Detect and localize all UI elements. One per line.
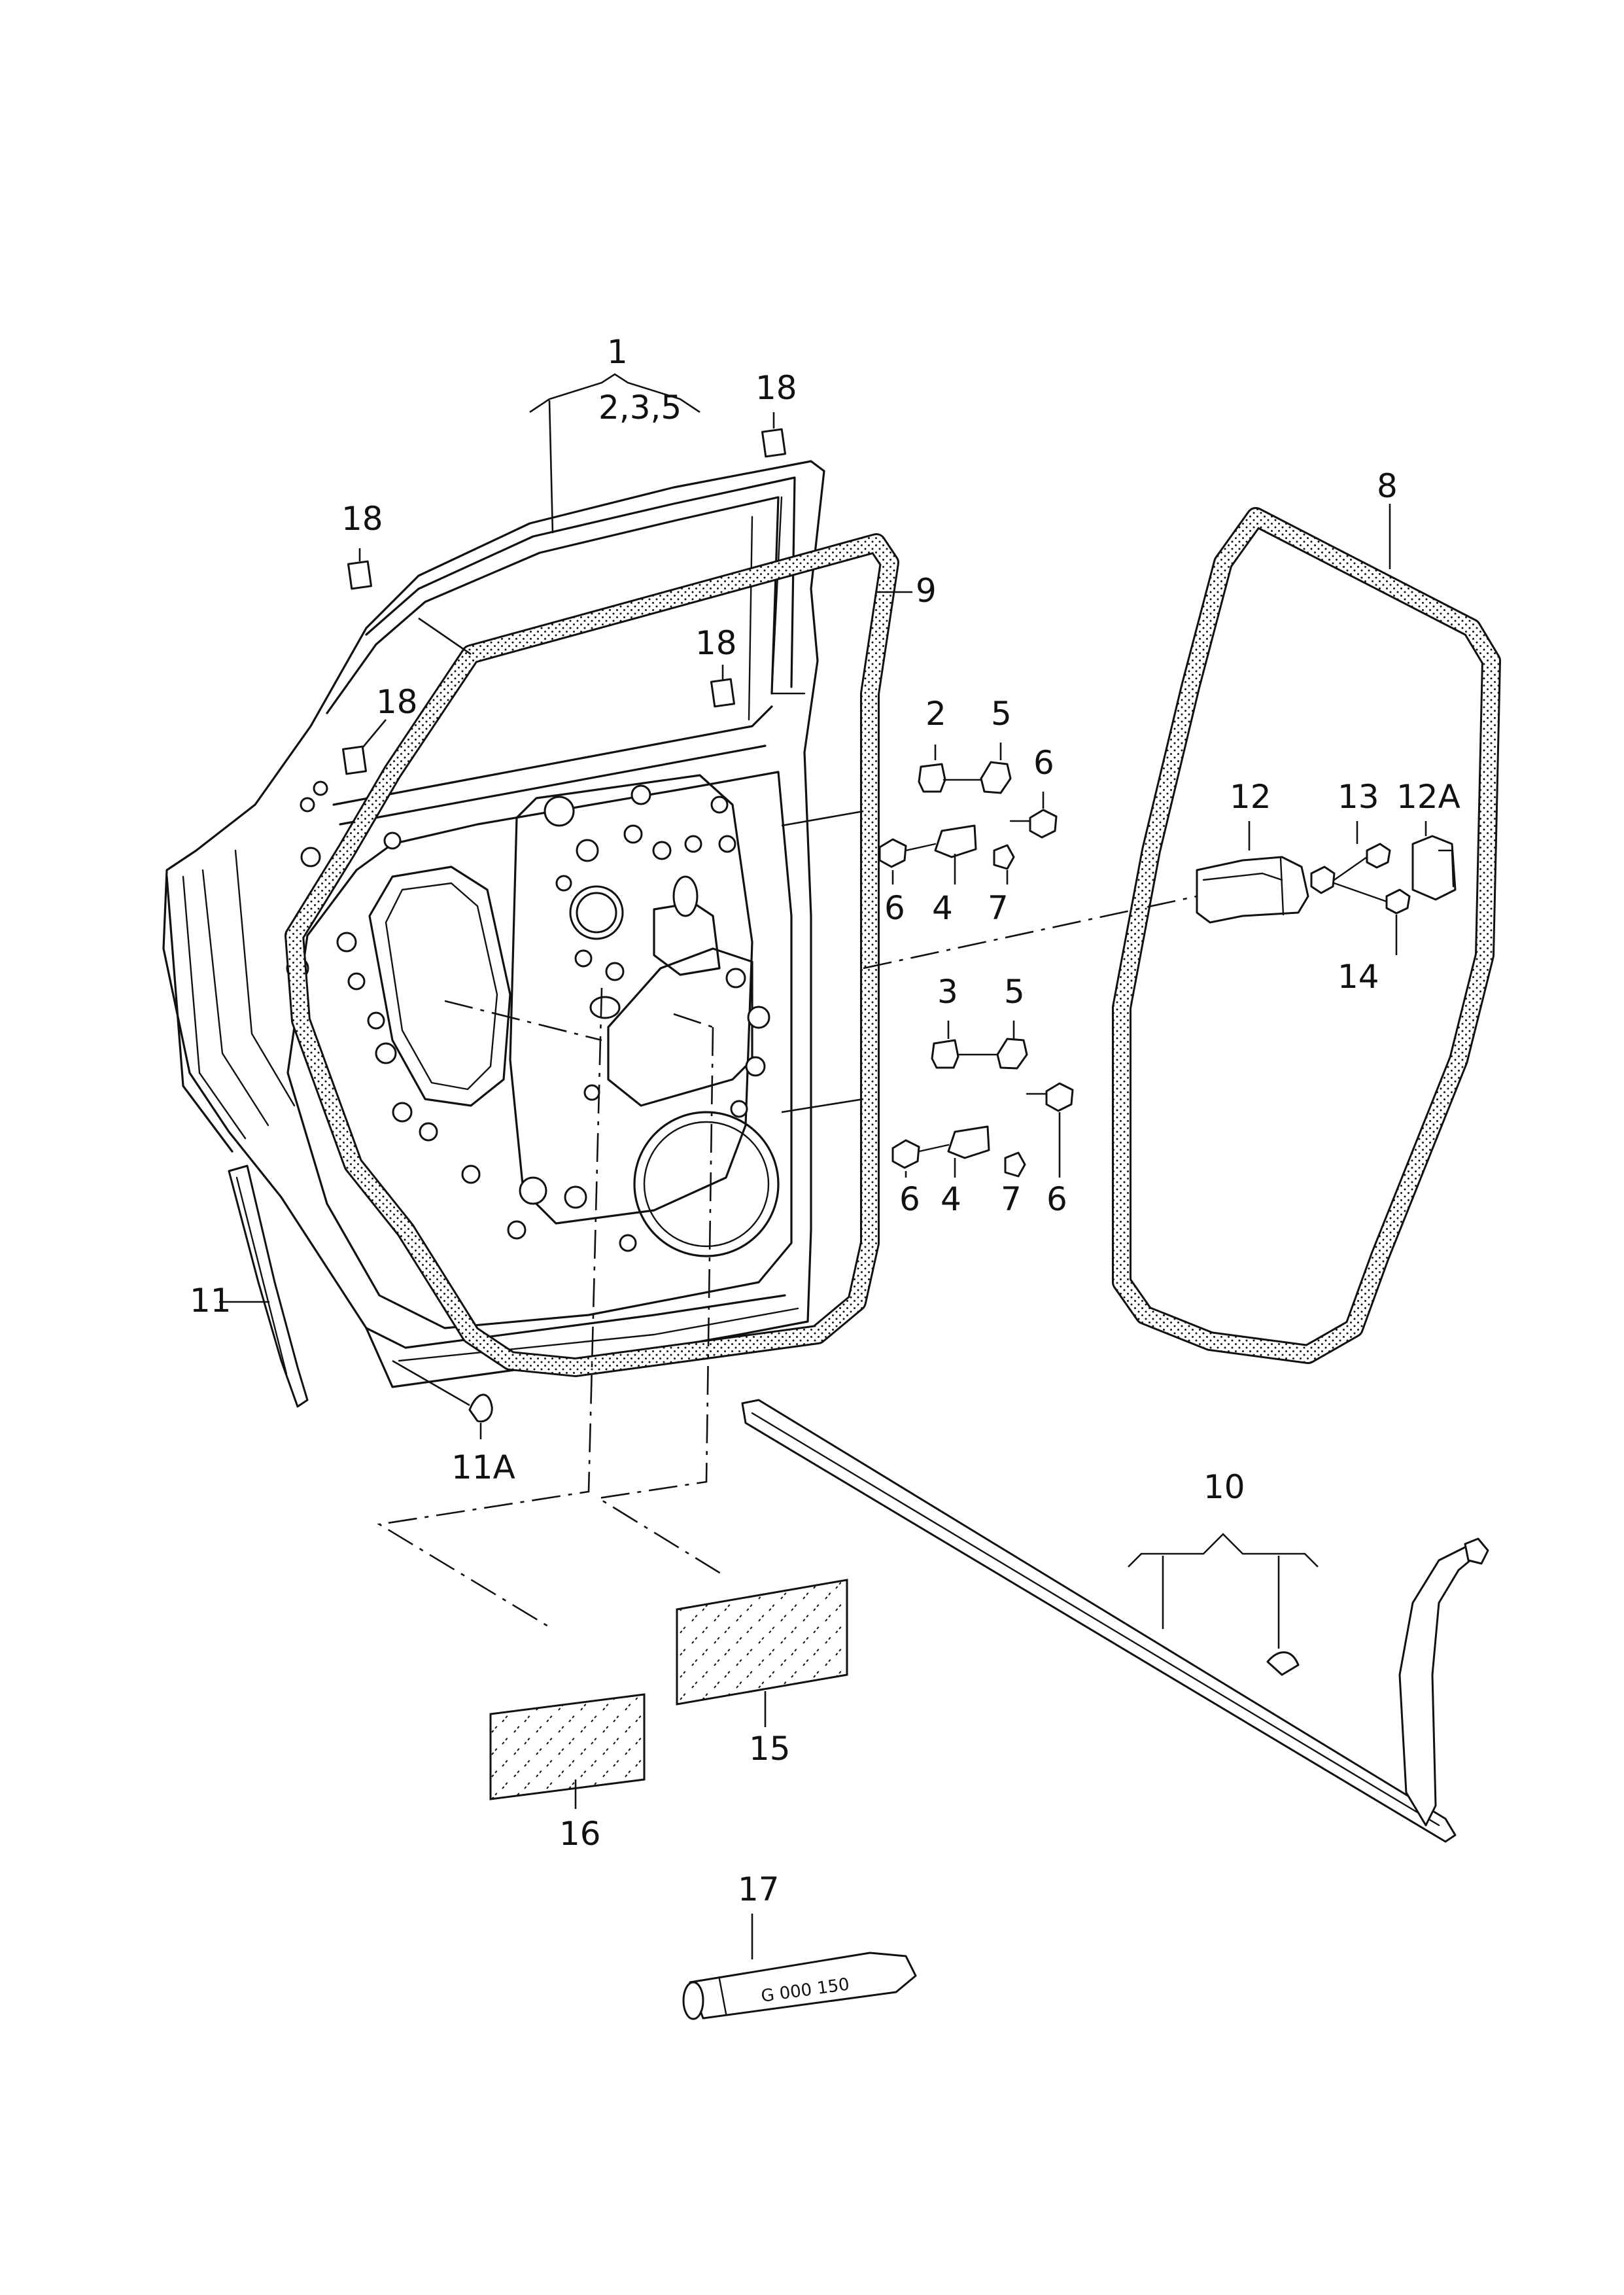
callout-7-lower: 7 <box>1001 1180 1022 1218</box>
door-check-12 <box>1196 835 1457 924</box>
callout-18-window: 18 <box>695 624 737 662</box>
foam-pad-15 <box>676 1579 848 1706</box>
callout-5-lower: 5 <box>1004 973 1025 1011</box>
callout-6-lower-left: 6 <box>899 1180 920 1218</box>
callout-11: 11 <box>190 1282 232 1320</box>
callout-7-upper: 7 <box>988 889 1009 927</box>
callout-18-top: 18 <box>755 369 797 407</box>
callout-10: 10 <box>1203 1468 1245 1506</box>
callout-9: 9 <box>916 572 937 610</box>
callout-2: 2 <box>925 695 946 733</box>
foam-pad-16 <box>489 1693 646 1800</box>
callout-6-upper-left: 6 <box>884 889 905 927</box>
upper-hinge-parts <box>878 761 1058 870</box>
door-seal-9 <box>285 533 899 1377</box>
clip-11a <box>468 1393 493 1423</box>
weatherstrip-11 <box>228 1165 309 1408</box>
callout-6-upper-right: 6 <box>1033 744 1054 782</box>
callout-1: 1 <box>607 333 628 371</box>
callout-8: 8 <box>1377 467 1398 505</box>
body-seal-8 <box>1112 507 1501 1364</box>
callout-4-upper: 4 <box>932 889 953 927</box>
callout-18-left: 18 <box>341 500 383 538</box>
moulding-10 <box>741 1399 1489 1843</box>
label-squares-18 <box>342 428 786 775</box>
callout-5-upper: 5 <box>991 695 1012 733</box>
grease-tube-17: G 000 150 <box>682 1952 917 2020</box>
callout-14: 14 <box>1338 958 1379 996</box>
callout-3: 3 <box>937 973 958 1011</box>
callout-6-lower-right: 6 <box>1046 1180 1067 1218</box>
callout-11a: 11A <box>451 1448 515 1486</box>
callout-labels: 1 2,3,5 18 18 18 18 9 8 2 5 6 6 4 7 3 5 … <box>190 333 1460 1908</box>
callout-16: 16 <box>559 1815 601 1853</box>
callout-18-pillar: 18 <box>376 683 418 721</box>
callout-15: 15 <box>749 1730 791 1768</box>
callout-13: 13 <box>1338 778 1379 816</box>
callout-17: 17 <box>738 1870 780 1908</box>
callout-12: 12 <box>1230 778 1271 816</box>
callout-1-sub: 2,3,5 <box>598 389 682 427</box>
door-shell <box>162 460 825 1388</box>
callout-12a: 12A <box>1396 778 1460 816</box>
lower-hinge-parts <box>891 1038 1074 1178</box>
callout-4-lower: 4 <box>941 1180 961 1218</box>
leader-lines <box>219 373 1427 1959</box>
